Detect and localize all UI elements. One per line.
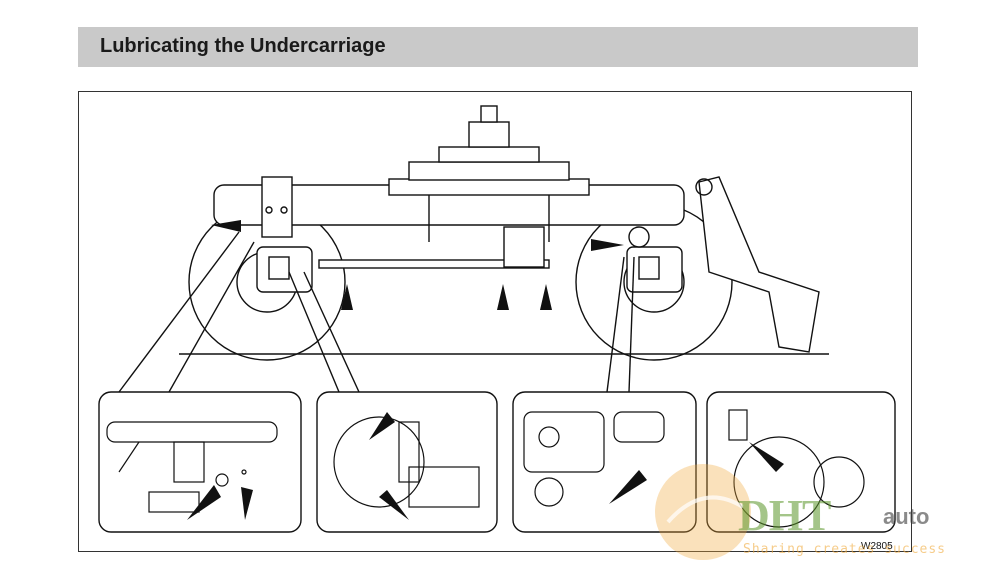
lubrication-point-arrow-icon <box>749 442 784 472</box>
lubrication-point-arrow-icon <box>341 284 353 310</box>
inset-rear-axle <box>706 391 896 533</box>
lubrication-point-arrow-icon <box>497 284 509 310</box>
undercarriage-figure: W2805 <box>78 91 912 552</box>
lubrication-point-arrow-icon <box>369 412 395 440</box>
lubrication-point-arrows <box>211 220 624 310</box>
rear-linkage-arm <box>698 176 820 353</box>
section-title: Lubricating the Undercarriage <box>100 35 386 57</box>
lubrication-point-arrow-icon <box>540 284 552 310</box>
lubrication-point-arrow-icon <box>609 470 647 504</box>
lubrication-point-arrow-icon <box>591 239 624 251</box>
lubrication-point-arrow-icon <box>379 490 409 520</box>
lubrication-point-arrow-icon <box>187 485 221 520</box>
lubrication-point-arrow-icon <box>211 220 241 232</box>
lubrication-point-arrow-icon <box>241 487 253 520</box>
inset-front-axle <box>316 391 498 533</box>
undercarriage-drawing <box>98 105 896 533</box>
drive-shaft <box>318 259 550 269</box>
section-header: Lubricating the Undercarriage <box>78 27 918 67</box>
figure-code: W2805 <box>861 541 893 552</box>
